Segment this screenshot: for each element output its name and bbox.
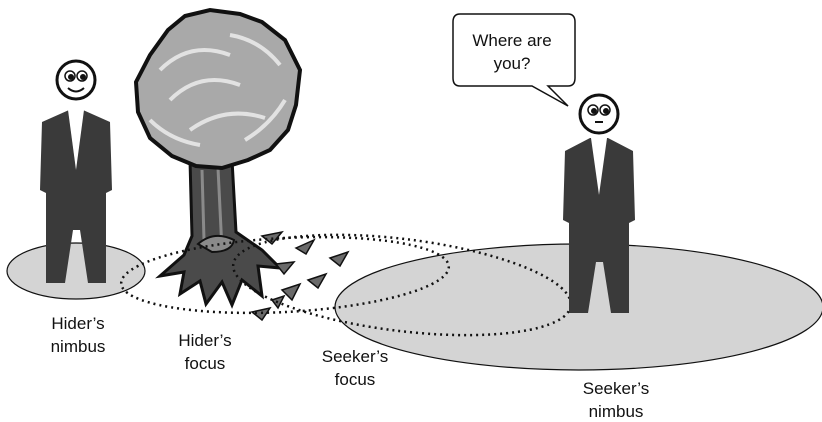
hider-focus-label-line2: focus bbox=[185, 354, 226, 373]
seeker-nimbus-label: Seeker’s nimbus bbox=[583, 379, 649, 421]
tree-foliage-swirls bbox=[148, 33, 287, 147]
tree-root-patch bbox=[196, 234, 236, 254]
leaf bbox=[328, 250, 350, 268]
hider-nimbus-ellipse bbox=[6, 242, 146, 300]
seeker-focus-label-line1: Seeker’s bbox=[322, 347, 388, 366]
hider-body bbox=[40, 110, 112, 283]
leaf bbox=[270, 294, 286, 310]
hider-nimbus-label-line2: nimbus bbox=[51, 337, 106, 356]
tree-foliage bbox=[133, 7, 303, 171]
seeker-figure bbox=[563, 93, 635, 313]
seeker-pupil-left bbox=[591, 108, 597, 114]
hider-collar bbox=[68, 110, 84, 170]
hider-focus-label: Hider’s focus bbox=[178, 331, 231, 373]
speech-bubble-line1: Where are bbox=[472, 31, 551, 50]
leaf bbox=[280, 282, 302, 302]
hider-smile bbox=[67, 87, 85, 93]
hider-focus-ellipse bbox=[119, 235, 451, 315]
seeker-head bbox=[578, 93, 620, 135]
hider-nimbus-label-line1: Hider’s bbox=[51, 314, 104, 333]
leaf bbox=[306, 272, 328, 290]
tree bbox=[133, 7, 303, 309]
hider-pupil-left bbox=[68, 74, 74, 80]
hider-pupil-right bbox=[80, 74, 86, 80]
seeker-body bbox=[563, 138, 635, 313]
seeker-pupil-right bbox=[603, 108, 609, 114]
speech-bubble-shape bbox=[452, 13, 576, 107]
speech-bubble: Where are you? bbox=[452, 13, 576, 107]
hider-head bbox=[55, 59, 97, 101]
fallen-leaves bbox=[250, 230, 350, 322]
speech-bubble-line2: you? bbox=[494, 54, 531, 73]
leaf bbox=[250, 306, 272, 322]
hider-figure bbox=[40, 59, 112, 283]
leaf bbox=[274, 261, 296, 276]
leaf bbox=[294, 238, 316, 256]
seeker-nimbus-label-line1: Seeker’s bbox=[583, 379, 649, 398]
seeker-collar bbox=[591, 138, 607, 195]
seeker-focus-label: Seeker’s focus bbox=[322, 347, 388, 389]
hider-nimbus-label: Hider’s nimbus bbox=[51, 314, 106, 356]
seeker-nimbus-label-line2: nimbus bbox=[589, 402, 644, 421]
hider-focus-label-line1: Hider’s bbox=[178, 331, 231, 350]
seeker-focus-label-line2: focus bbox=[335, 370, 376, 389]
